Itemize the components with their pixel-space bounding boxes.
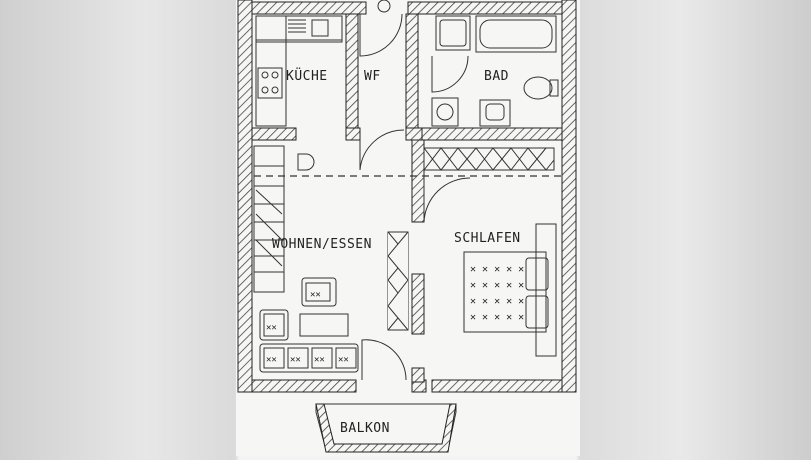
floor-plan: ✕✕ ✕✕ ✕✕ ✕✕ ✕✕ ✕✕ ✕ ✕ ✕ ✕ ✕ ✕ ✕ ✕ ✕ ✕ ✕ … bbox=[236, 0, 580, 456]
svg-text:✕✕: ✕✕ bbox=[338, 355, 349, 365]
svg-text:✕ ✕ ✕ ✕ ✕: ✕ ✕ ✕ ✕ ✕ bbox=[470, 296, 524, 307]
svg-text:✕✕: ✕✕ bbox=[314, 355, 325, 365]
label-kitchen: KÜCHE bbox=[286, 67, 328, 84]
bed-marks: ✕ ✕ ✕ ✕ ✕ ✕ ✕ ✕ ✕ ✕ ✕ ✕ ✕ ✕ ✕ ✕ ✕ ✕ ✕ ✕ bbox=[470, 264, 524, 323]
balcony-door[interactable] bbox=[361, 339, 407, 381]
kitchen-counter bbox=[255, 15, 343, 127]
staircase bbox=[253, 145, 285, 293]
interior-walls bbox=[251, 13, 563, 383]
chair-marks: ✕✕ ✕✕ ✕✕ ✕✕ ✕✕ ✕✕ bbox=[266, 290, 349, 365]
label-bath: BAD bbox=[484, 69, 509, 84]
dining-set bbox=[259, 277, 359, 373]
room-divider-cabinet bbox=[387, 231, 409, 331]
svg-text:✕✕: ✕✕ bbox=[310, 290, 321, 300]
svg-text:✕ ✕ ✕ ✕ ✕: ✕ ✕ ✕ ✕ ✕ bbox=[470, 280, 524, 291]
wc-door[interactable] bbox=[359, 0, 405, 171]
svg-text:✕ ✕ ✕ ✕ ✕: ✕ ✕ ✕ ✕ ✕ bbox=[470, 264, 524, 275]
wardrobe bbox=[423, 147, 555, 171]
double-bed bbox=[463, 223, 557, 357]
balcony-outline bbox=[315, 403, 457, 453]
svg-text:✕✕: ✕✕ bbox=[266, 323, 277, 333]
label-wc: WF bbox=[364, 69, 381, 84]
bath-fixtures bbox=[431, 15, 559, 127]
label-living: WOHNEN/ESSEN bbox=[272, 237, 372, 252]
svg-text:✕ ✕ ✕ ✕ ✕: ✕ ✕ ✕ ✕ ✕ bbox=[470, 312, 524, 323]
svg-text:✕✕: ✕✕ bbox=[266, 355, 277, 365]
svg-text:✕✕: ✕✕ bbox=[290, 355, 301, 365]
label-balcony: BALKON bbox=[340, 421, 390, 436]
bedroom-door[interactable] bbox=[423, 176, 471, 223]
outer-walls bbox=[237, 0, 577, 393]
label-bedroom: SCHLAFEN bbox=[454, 231, 521, 246]
cabinet-symbol bbox=[297, 153, 315, 171]
floor-plan-drawing: ✕✕ ✕✕ ✕✕ ✕✕ ✕✕ ✕✕ ✕ ✕ ✕ ✕ ✕ ✕ ✕ ✕ ✕ ✕ ✕ … bbox=[237, 0, 577, 453]
